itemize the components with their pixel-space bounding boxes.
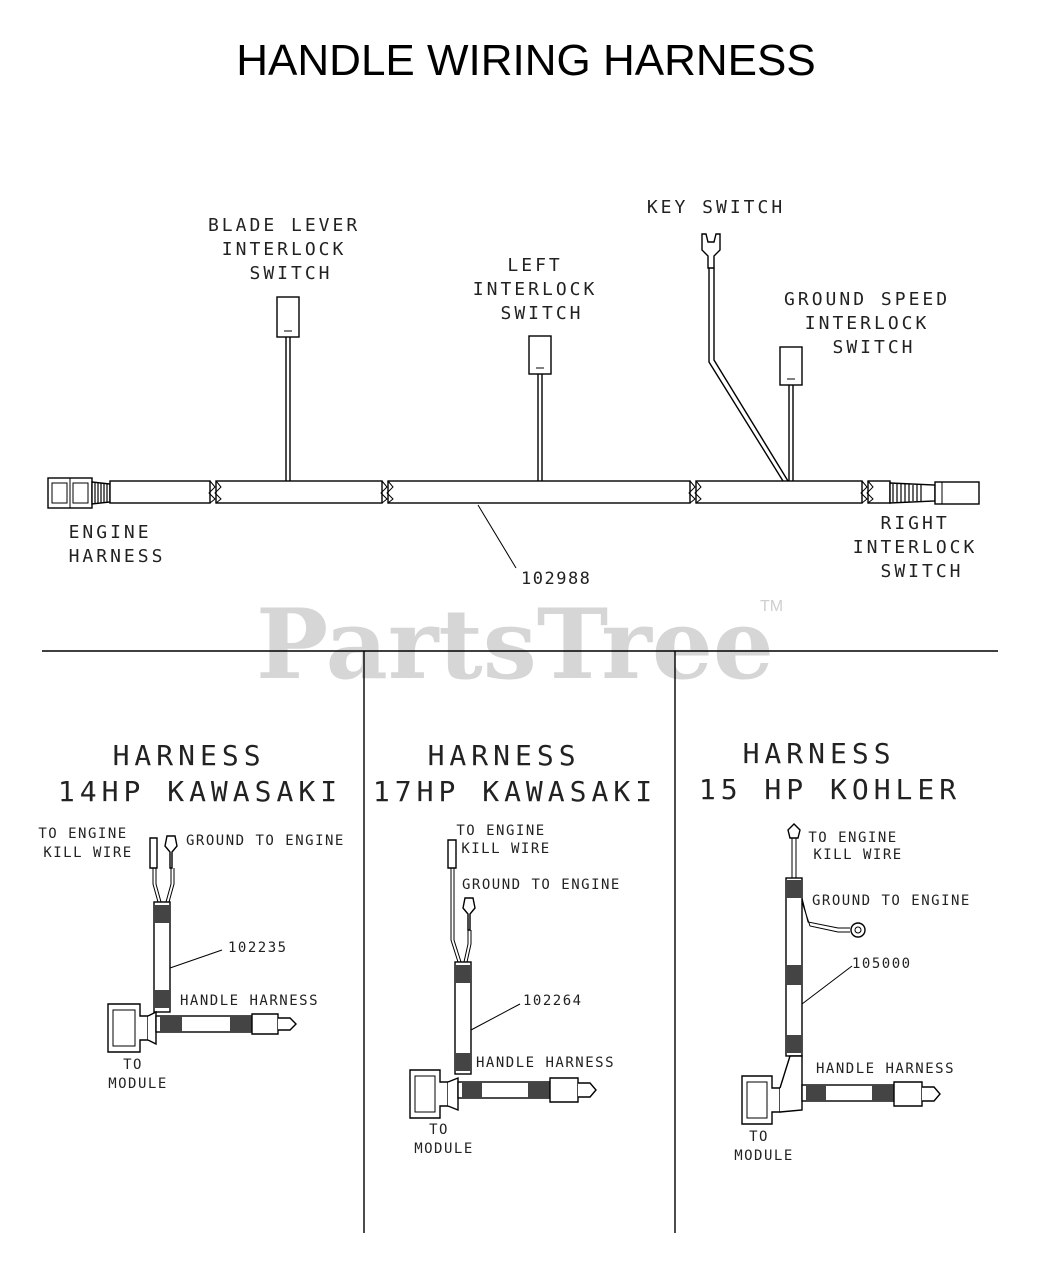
- right-interlock-connector: [889, 481, 980, 505]
- ground-speed-label: GROUND SPEED INTERLOCK SWITCH: [784, 289, 964, 358]
- blade-lever-switch: [276, 296, 300, 481]
- harness-title: HARNESS 17HP KAWASAKI: [373, 739, 657, 808]
- harness-17hp: HARNESS 17HP KAWASAKI TO ENGINE KILL WIR…: [373, 739, 657, 1157]
- harness-14hp: HARNESS 14HP KAWASAKI TO ENGINE KILL WIR…: [38, 739, 345, 1092]
- part-number: 105000: [852, 956, 912, 972]
- sheath-segment: [109, 480, 211, 504]
- right-interlock-label: RIGHT INTERLOCK SWITCH: [853, 513, 991, 582]
- kill-wire-label: TO ENGINE KILL WIRE: [456, 823, 555, 857]
- main-harness: [47, 233, 980, 569]
- sheath-segment: [215, 480, 383, 504]
- module-label: TO MODULE: [734, 1129, 794, 1164]
- key-switch-connector: [701, 233, 789, 482]
- left-interlock-switch: [528, 335, 552, 481]
- module-label: TO MODULE: [414, 1122, 474, 1157]
- harness-15hp-kohler: HARNESS 15 HP KOHLER TO ENGINE KILL WIRE…: [699, 737, 971, 1164]
- kill-wire-label: TO ENGINE KILL WIRE: [38, 826, 137, 861]
- blade-lever-label: BLADE LEVER INTERLOCK SWITCH: [208, 215, 374, 284]
- watermark-tm: TM: [760, 598, 783, 615]
- page-title: HANDLE WIRING HARNESS: [236, 36, 815, 85]
- engine-harness-connector: [47, 477, 111, 509]
- part-leader: [477, 504, 517, 569]
- part-number: 102235: [228, 940, 288, 956]
- left-interlock-label: LEFT INTERLOCK SWITCH: [473, 255, 611, 324]
- ground-label: GROUND TO ENGINE: [812, 893, 971, 909]
- ground-speed-switch: [779, 346, 803, 481]
- main-part-number: 102988: [521, 569, 591, 589]
- handle-harness-label: HANDLE HARNESS: [816, 1061, 955, 1077]
- ground-label: GROUND TO ENGINE: [462, 877, 621, 893]
- key-switch-label: KEY SWITCH: [647, 197, 785, 218]
- handle-harness-label: HANDLE HARNESS: [476, 1055, 615, 1071]
- harness-title: HARNESS 14HP KAWASAKI: [58, 739, 342, 808]
- ground-label: GROUND TO ENGINE: [186, 833, 345, 849]
- engine-harness-label: ENGINE HARNESS: [69, 522, 166, 567]
- part-number: 102264: [523, 993, 583, 1009]
- kill-wire-label: TO ENGINE KILL WIRE: [808, 830, 907, 863]
- watermark: PartsTree: [256, 588, 774, 701]
- handle-harness-label: HANDLE HARNESS: [180, 993, 319, 1009]
- sheath-segment: [695, 480, 863, 504]
- module-label: TO MODULE: [108, 1057, 168, 1092]
- sheath-segment: [387, 480, 691, 504]
- harness-title: HARNESS 15 HP KOHLER: [699, 737, 961, 806]
